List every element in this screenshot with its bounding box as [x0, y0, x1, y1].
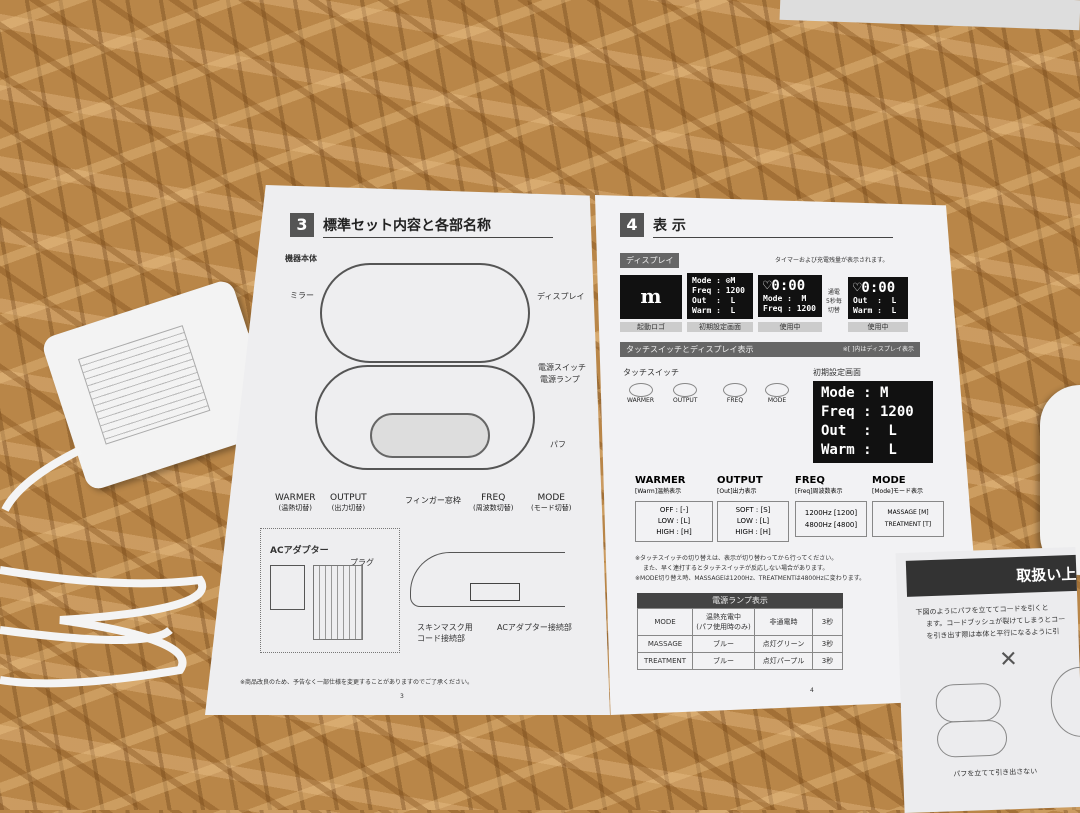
logo-caption: 起動ロゴ	[620, 322, 682, 332]
box-corner	[779, 0, 1080, 31]
device-lid-drawing	[320, 263, 530, 363]
switch-warmer[interactable]: WARMER	[627, 383, 654, 404]
card-text-3: を引き出す際は本体と平行になるように引	[926, 627, 1060, 641]
cross-mark: ✕	[998, 647, 1019, 673]
title-rule	[653, 237, 893, 238]
note-3: ※MODE切り替え時、MASSAGEは1200Hz、TREATMENTは4800…	[635, 575, 866, 582]
device-base-drawing	[315, 365, 535, 470]
card-caption: パフを立てて引き出さない	[953, 767, 1038, 779]
label-ac-port: ACアダプター接続部	[497, 623, 572, 632]
item1-title: 機器本体	[285, 254, 317, 263]
adapter-panel	[260, 528, 400, 653]
switch-note: 通電 5秒毎 切替	[826, 289, 842, 314]
label-mirror: ミラー	[290, 291, 314, 300]
page-number: 3	[400, 693, 404, 700]
ports-drawing	[470, 583, 520, 601]
label-skin-mask-port: スキンマスク用 コード接続部	[417, 623, 473, 643]
section-title: 表 示	[653, 218, 686, 234]
timer-note: タイマーおよび充電残量が表示されます。	[775, 257, 889, 264]
adapter-cable	[0, 446, 207, 688]
section-number: 3	[290, 213, 314, 237]
device-edge	[1040, 385, 1080, 575]
footnote: ※商品改良のため、予告なく一部仕様を変更することがありますのでご了承ください。	[240, 679, 474, 686]
page-number: 4	[810, 687, 814, 694]
display-bar: ディスプレイ	[620, 253, 680, 268]
adapter-drawing	[270, 565, 305, 610]
initial-caption: 初期設定画面	[687, 322, 753, 332]
adapter-label	[77, 325, 211, 445]
label-finger-rest: フィンガー窓枠	[405, 496, 461, 505]
label-puff: パフ	[550, 440, 566, 449]
label-power-lamp: 電源ランプ	[540, 375, 580, 384]
section-title: 標準セット内容と各部名称	[323, 218, 491, 234]
label-mode: MODE(モード切替)	[531, 493, 572, 512]
label-display: ディスプレイ	[537, 292, 585, 301]
startup-logo: m	[620, 275, 682, 319]
label-output: OUTPUT(出力切替)	[330, 493, 367, 512]
initial-title: 初期設定画面	[813, 368, 861, 377]
touch-switch-title: タッチスイッチ	[623, 368, 679, 377]
handling-card: 取扱い上 下図のようにパフを立ててコードを引くと ます。コードブッシュが裂けてし…	[895, 546, 1080, 813]
in-use-caption-2: 使用中	[848, 322, 908, 332]
puff-drawing	[370, 413, 490, 458]
switch-freq[interactable]: FREQ	[723, 383, 747, 404]
switch-mode[interactable]: MODE	[765, 383, 789, 404]
label-plug: プラグ	[350, 558, 374, 567]
note-2: また、早く連打するとタッチスイッチが反応しない場合があります。	[643, 565, 829, 572]
manual-page-4: 4 表 示 ディスプレイ タイマーおよび充電残量が表示されます。 m 起動ロゴ …	[595, 195, 985, 715]
zoom-circle	[1049, 665, 1080, 738]
device-drawing	[935, 682, 1002, 723]
manual-page-3: 3 標準セット内容と各部名称 機器本体 ミラー ディスプレイ 電源スイッチ 電源…	[205, 185, 610, 715]
item2-title: ACアダプター	[270, 546, 329, 556]
card-title: 取扱い上	[905, 554, 1077, 597]
note-1: ※タッチスイッチの切り替えは、表示が切り替わってから行ってください。	[635, 555, 838, 562]
label-freq: FREQ(周波数切替)	[473, 493, 514, 512]
device-drawing	[936, 719, 1008, 758]
label-power-switch: 電源スイッチ	[538, 363, 586, 372]
cord-drawing	[313, 565, 363, 640]
in-use-caption-1: 使用中	[758, 322, 822, 332]
title-rule	[323, 237, 553, 238]
switch-output[interactable]: OUTPUT	[673, 383, 697, 404]
section-number: 4	[620, 213, 644, 237]
touch-bar: タッチスイッチとディスプレイ表示※[ ]内はディスプレイ表示	[620, 342, 920, 357]
label-warmer: WARMER(温熱切替)	[275, 493, 316, 512]
